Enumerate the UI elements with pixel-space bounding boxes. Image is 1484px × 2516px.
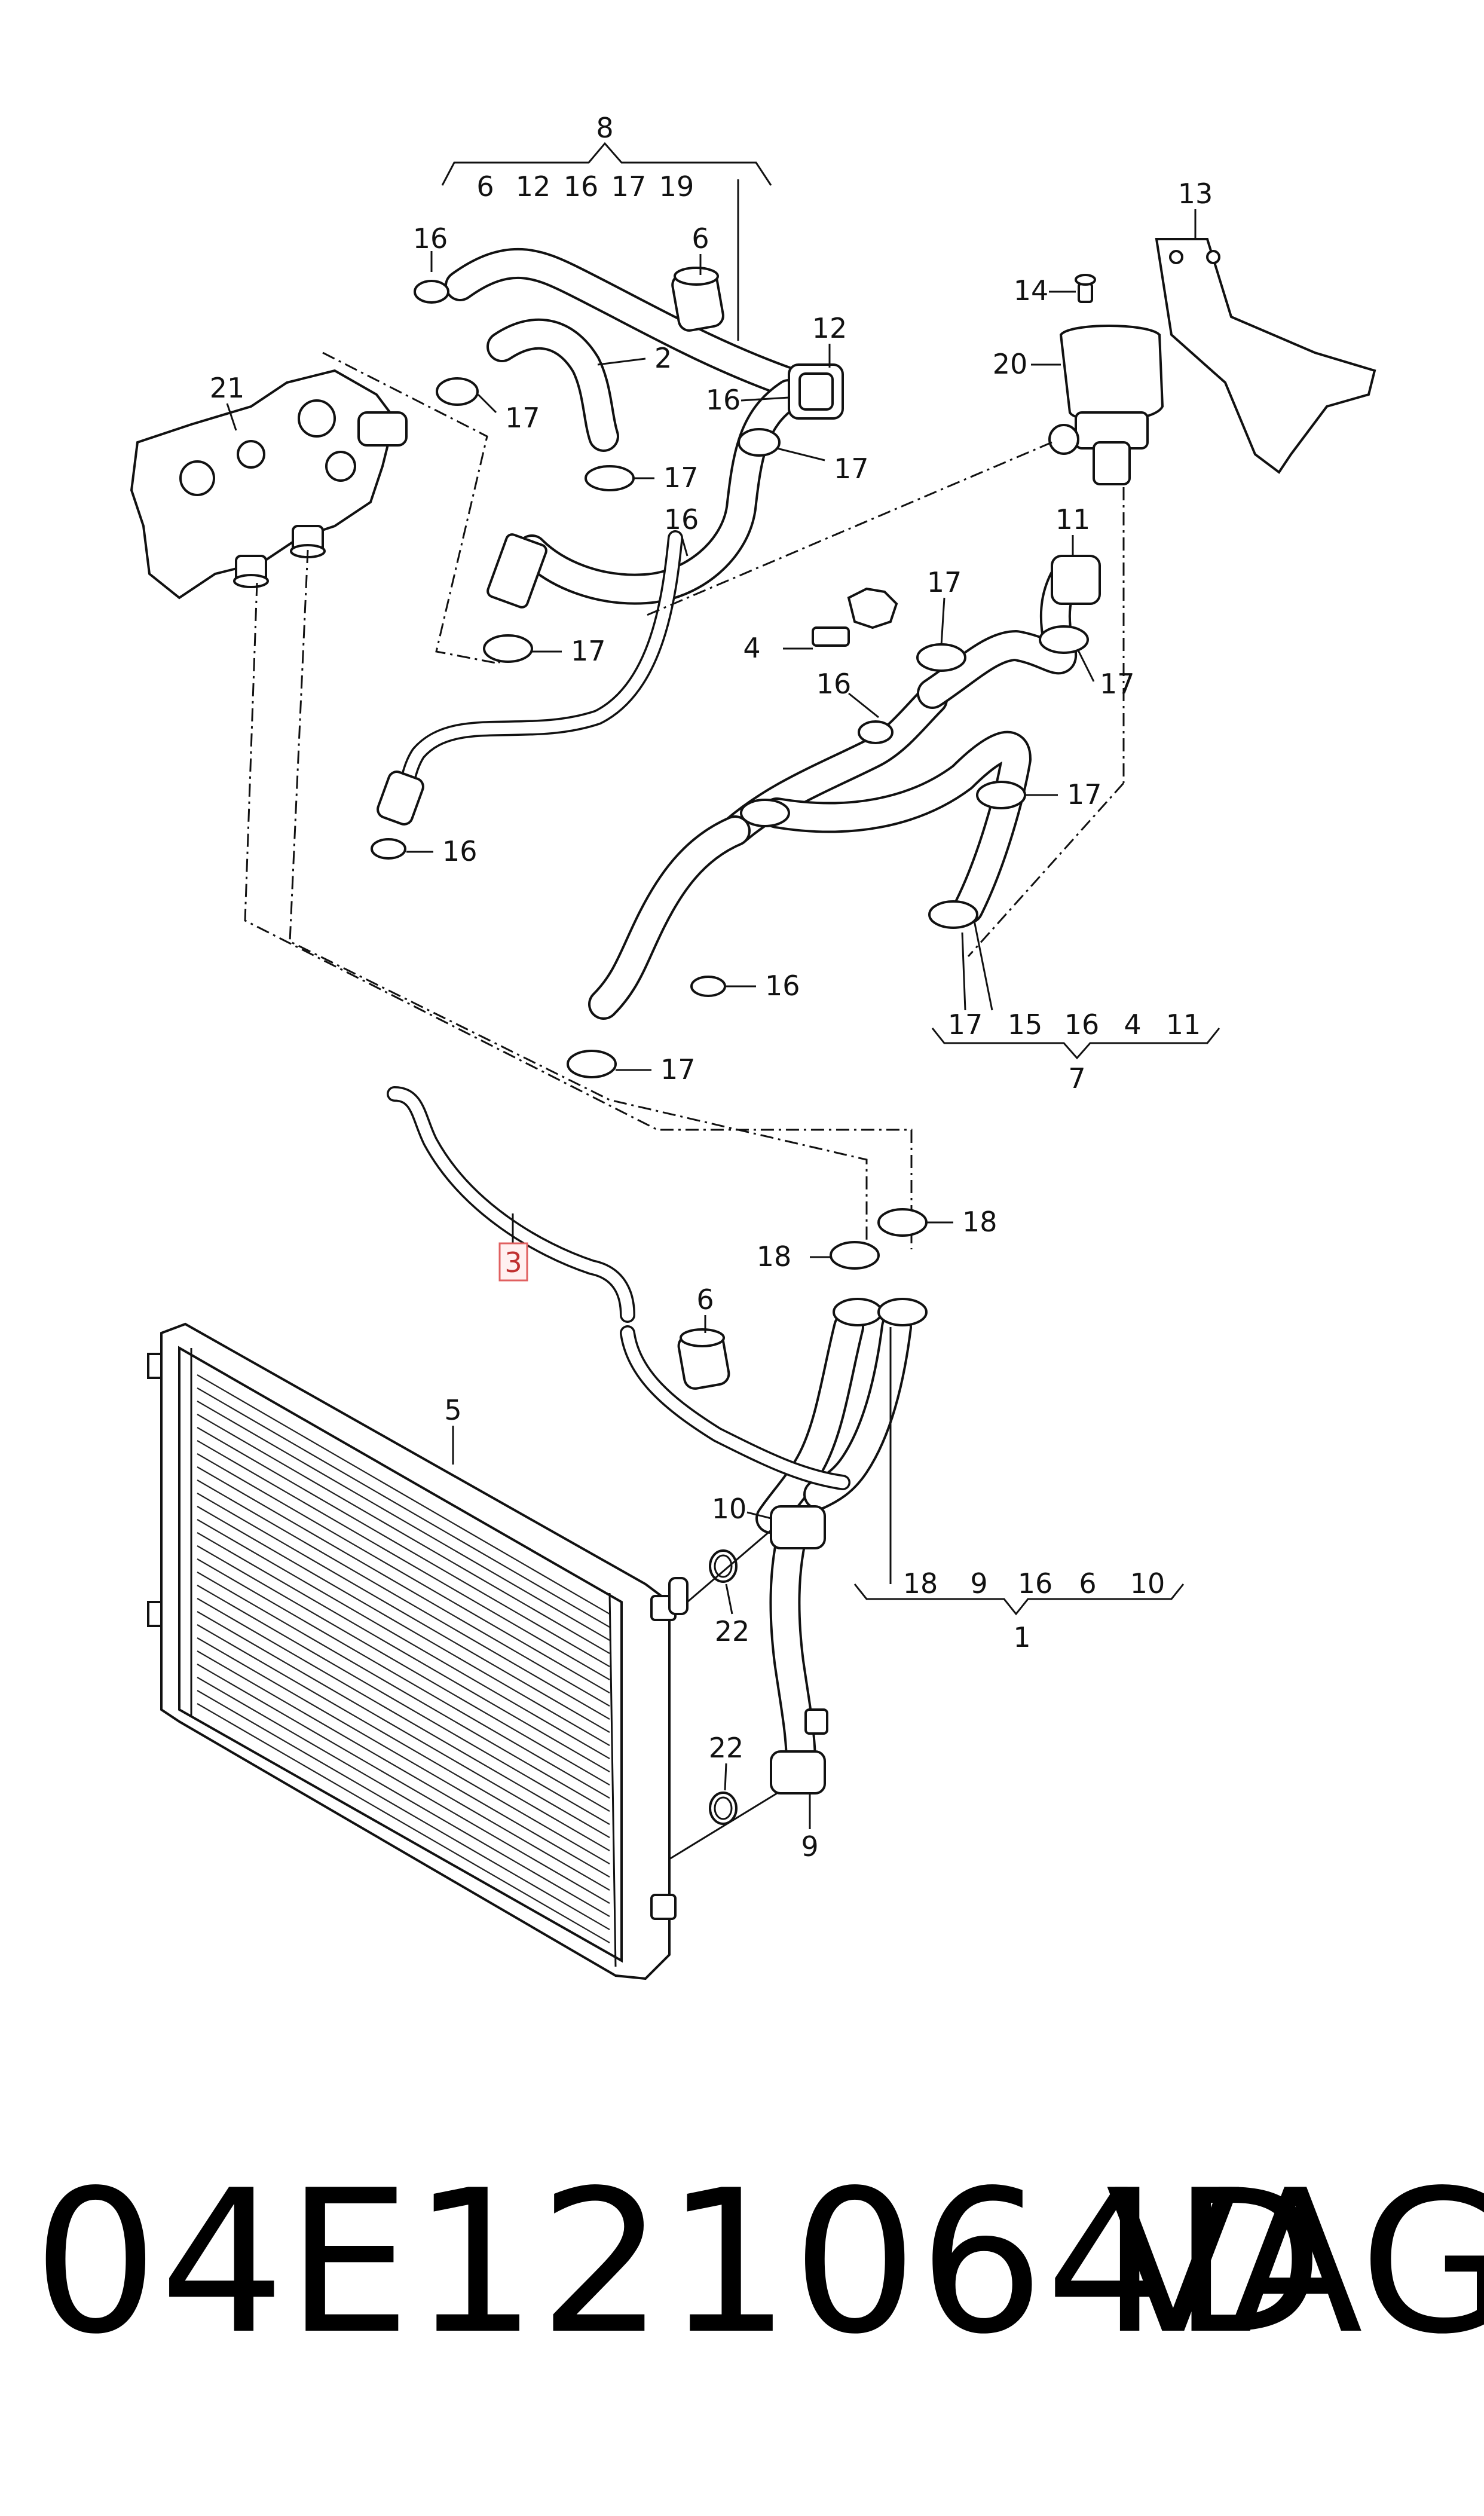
radiator-fin-line [197, 1532, 610, 1772]
label-22b: 22 [709, 1732, 744, 1764]
group-1-item: 18 [903, 1567, 938, 1600]
radiator-fin-line [197, 1519, 610, 1759]
radiator-fin-line [197, 1664, 610, 1904]
group-7-item: 16 [1064, 1008, 1100, 1041]
radiator-fin-line [197, 1427, 610, 1667]
label-6b: 6 [696, 1283, 714, 1316]
label-16d: 16 [816, 668, 852, 700]
radiator-fin-line [197, 1453, 610, 1693]
hose-assembly-7: 4 11 17 17 16 17 16 17 [567, 503, 1135, 1086]
group-8-item: 19 [659, 170, 694, 203]
group-1-item: 9 [970, 1567, 987, 1600]
clamp-17-left: 17 17 16 17 [436, 377, 699, 667]
radiator-fin-line [197, 1479, 610, 1720]
label-5: 5 [444, 1394, 461, 1426]
hose-3: 3 [387, 1086, 635, 1323]
group-1-item: 6 [1079, 1567, 1096, 1600]
heater-hose [377, 530, 683, 826]
upper-coolant-hose [445, 247, 844, 609]
radiator-fin-line [197, 1545, 610, 1786]
radiator-fin-line [197, 1506, 610, 1746]
parts-diagram: 8 6 12 16 17 19 2 6 12 16 [130, 112, 1376, 1980]
label-10: 10 [712, 1493, 747, 1525]
group-7-item: 15 [1008, 1008, 1043, 1041]
label-3: 3 [504, 1246, 522, 1279]
group-8-item: 12 [516, 170, 551, 203]
label-16-top: 16 [413, 222, 448, 255]
label-11: 11 [1055, 503, 1091, 536]
radiator-fin-line [197, 1558, 610, 1799]
radiator-fin-line [197, 1637, 610, 1878]
radiator-fin-line [197, 1401, 610, 1641]
radiator-fin-line [197, 1572, 610, 1812]
group-1-item: 16 [1018, 1567, 1053, 1600]
label-9: 9 [801, 1830, 818, 1863]
label-12: 12 [812, 312, 847, 344]
label-1: 1 [1013, 1621, 1030, 1653]
label-16e: 16 [442, 835, 478, 867]
part-number: 04E121064D [33, 2148, 1326, 2377]
radiator-fin-line [197, 1598, 610, 1838]
label-17e: 17 [927, 566, 962, 598]
label-17: 17 [834, 453, 869, 485]
label-17c: 17 [663, 461, 699, 494]
radiator-fin-line [197, 1466, 610, 1707]
clamp-16-mid: 16 [371, 835, 478, 867]
label-22a: 22 [715, 1615, 750, 1647]
label-21: 21 [210, 372, 245, 404]
label-14: 14 [1014, 274, 1049, 307]
radiator-5: 5 [147, 1322, 778, 1980]
label-16c: 16 [664, 503, 699, 536]
label-18a: 18 [757, 1240, 792, 1273]
label-20: 20 [993, 348, 1028, 380]
group-8-item: 6 [476, 170, 494, 203]
label-17h: 17 [660, 1053, 696, 1086]
label-13: 13 [1178, 178, 1213, 210]
radiator-fin-line [197, 1611, 610, 1851]
label-2: 2 [654, 342, 672, 374]
group-7-item: 11 [1166, 1008, 1201, 1041]
highlight-box-3 [498, 1242, 528, 1282]
radiator-fin-line [197, 1493, 610, 1733]
radiator-fin-line [197, 1650, 610, 1891]
clamp-16-top: 16 [413, 222, 449, 304]
label-17g: 17 [1067, 778, 1102, 811]
hose-2: 2 [486, 318, 672, 452]
label-4: 4 [743, 632, 760, 664]
lower-hose-1: 18 18 6 10 22 22 9 [620, 1206, 998, 1863]
coupler-6-top: 6 [671, 222, 724, 332]
label-17d: 17 [571, 635, 606, 667]
radiator-fin-line [197, 1690, 610, 1930]
radiator-fin-line [197, 1374, 610, 1615]
radiator-fin-line [197, 1440, 610, 1680]
label-17f: 17 [1100, 668, 1135, 700]
label-16: 16 [706, 384, 741, 416]
aux-pump-20: 13 14 20 [993, 178, 1376, 485]
group-8-bracket: 8 6 12 16 17 19 [441, 112, 772, 341]
radiator-fin-line [197, 1677, 610, 1917]
radiator-fin-line [197, 1387, 610, 1628]
group-8-item: 16 [564, 170, 599, 203]
group-7-item: 17 [948, 1008, 983, 1041]
label-7: 7 [1068, 1062, 1085, 1095]
radiator-fin-line [197, 1624, 610, 1864]
brand-name: VAG [1106, 2148, 1484, 2377]
group-7-item: 4 [1124, 1008, 1141, 1041]
label-18b: 18 [962, 1206, 998, 1238]
radiator-fin-line [197, 1414, 610, 1654]
group-7-bracket: 17 15 16 4 11 7 [931, 1008, 1220, 1095]
label-16f: 16 [765, 970, 800, 1002]
radiator-fin-line [197, 1703, 610, 1943]
group-8-item: 17 [611, 170, 647, 203]
label-8: 8 [596, 112, 613, 144]
label-17b: 17 [505, 402, 540, 434]
thermostat-housing-21: 21 [130, 369, 408, 600]
group-1-bracket: 18 9 16 6 10 1 [853, 1567, 1185, 1653]
group-1-item: 10 [1130, 1567, 1165, 1600]
label-6: 6 [691, 222, 709, 255]
radiator-fin-line [197, 1585, 610, 1825]
